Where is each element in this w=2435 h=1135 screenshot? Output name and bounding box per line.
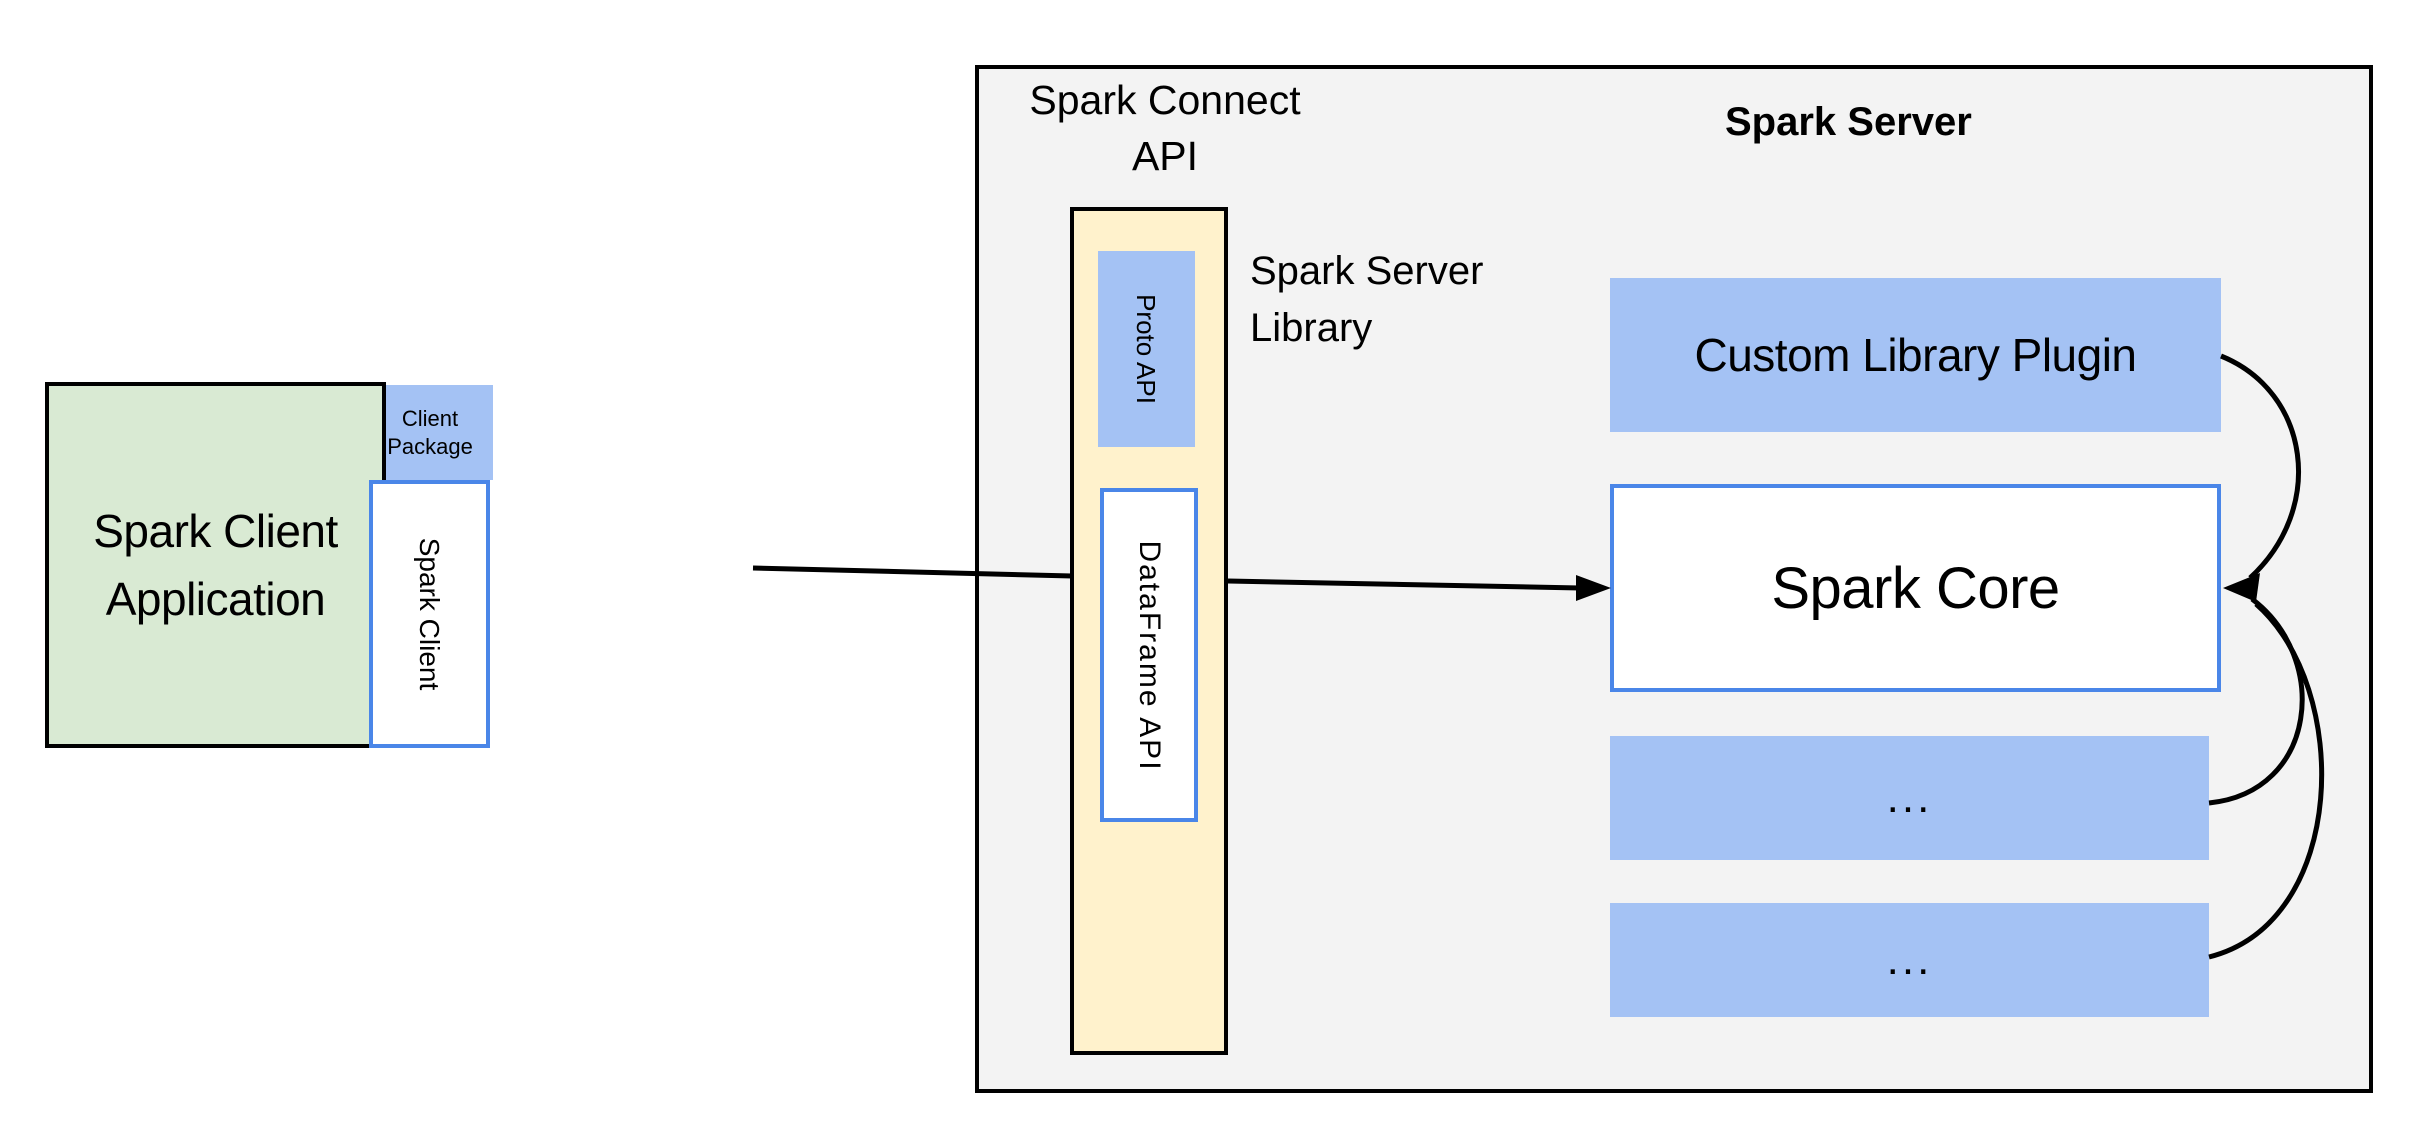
ellipsis-box-1: ... [1610,736,2209,860]
custom-library-plugin-box: Custom Library Plugin [1610,278,2221,432]
spark-server-library-label: Spark Server Library [1250,243,1483,357]
proto-api-label: Proto API [1131,294,1162,404]
spark-client-vertical-label: Spark Client [414,537,445,691]
client-package-label-line2: Package [387,433,473,459]
proto-api-box [1098,251,1195,447]
ellipsis-box-2: ... [1610,903,2209,1017]
spark-server-library-label-line1: Spark Server [1250,249,1484,293]
spark-client-application-label-line2: Application [105,573,326,625]
spark-client-application-box: Spark Client Application [45,382,386,748]
spark-server-title: Spark Server [1725,100,1972,144]
spark-connect-api-label-line1: Spark Connect [1029,77,1301,123]
spark-connect-api-label-line2: API [1131,133,1199,179]
dataframe-api-label: DataFrame API [1133,540,1166,772]
spark-server-library-label-line2: Library [1250,306,1373,350]
spark-client-box [369,480,490,748]
client-package-box: Client Package [367,385,493,480]
spark-client-application-label-line1: Spark Client [93,505,338,557]
dataframe-api-box [1100,488,1198,822]
client-package-label-line1: Client [401,405,459,431]
spark-core-box: Spark Core [1610,484,2221,692]
spark-connect-api-label: Spark Connect API [1010,72,1320,184]
